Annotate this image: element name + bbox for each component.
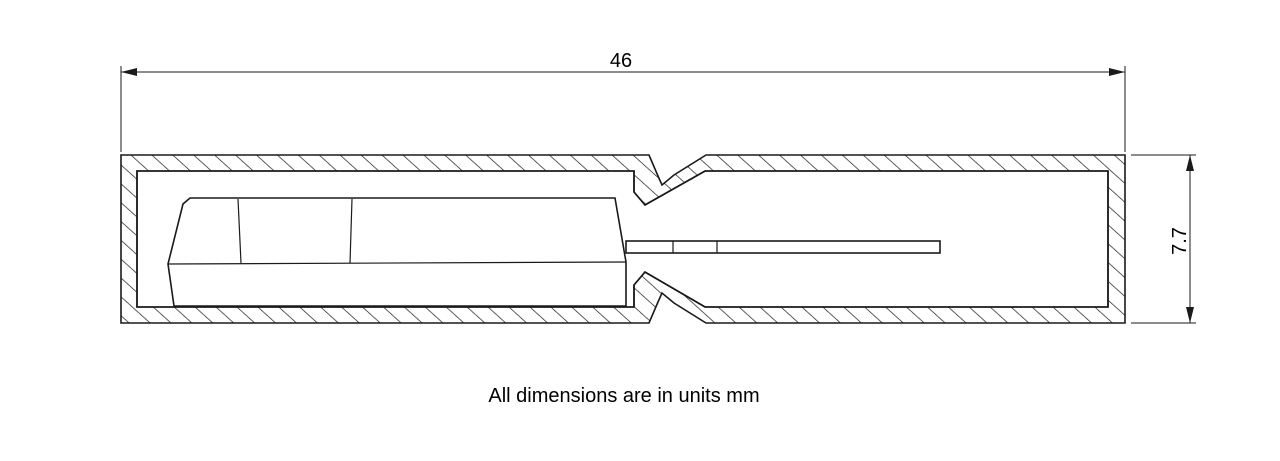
height-arrow-top [1186, 155, 1194, 171]
housing-wall-section [120, 154, 1126, 324]
contact-body [167, 197, 627, 307]
length-arrow-left [121, 68, 137, 76]
height-dimension: 7.7 [1131, 154, 1196, 324]
contact-segment-line-2 [349, 198, 353, 264]
length-dimension-label: 46 [610, 50, 632, 72]
length-dimension: 46 [120, 50, 1126, 152]
length-arrow-right [1109, 68, 1125, 76]
height-arrow-bottom [1186, 307, 1194, 323]
contact-pin [625, 240, 941, 254]
inner-cavity-outline [136, 170, 1109, 308]
units-note: All dimensions are in units mm [488, 385, 759, 407]
contact-body-top-edge [167, 261, 627, 265]
height-dimension-label: 7.7 [1169, 227, 1191, 255]
contact-segment-line-1 [237, 198, 242, 264]
